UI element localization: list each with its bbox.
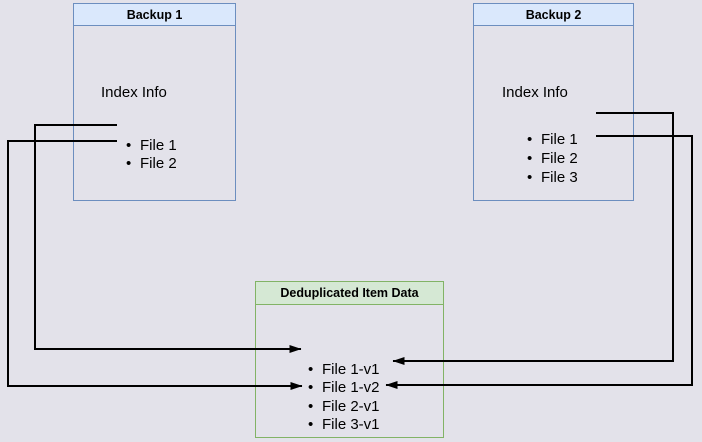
backup2-title: Backup 2: [474, 4, 633, 26]
dedup-title: Deduplicated Item Data: [256, 282, 443, 305]
list-item-file1-v2: File 1-v2: [308, 379, 380, 398]
backup2-index-info-label: Index Info: [502, 84, 568, 101]
list-item-file3: File 3: [527, 168, 578, 187]
list-item-file2-v1: File 2-v1: [308, 398, 380, 417]
backup1-file-list: File 1 File 2: [126, 137, 177, 173]
list-item-file1: File 1: [527, 130, 578, 149]
backup2-file-list: File 1 File 2 File 3: [527, 130, 578, 187]
dedup-item-list: File 1-v1 File 1-v2 File 2-v1 File 3-v1: [308, 361, 380, 435]
list-item-file3-v1: File 3-v1: [308, 416, 380, 435]
list-item-file2: File 2: [527, 149, 578, 168]
backup1-index-info-label: Index Info: [101, 84, 167, 101]
list-item-file1: File 1: [126, 137, 177, 155]
deduplicated-item-data-node: Deduplicated Item Data File 1-v1 File 1-…: [255, 281, 444, 438]
backup1-node: Backup 1 Index Info File 1 File 2: [73, 3, 236, 201]
backup1-title: Backup 1: [74, 4, 235, 26]
backup2-node: Backup 2 Index Info File 1 File 2 File 3: [473, 3, 634, 201]
list-item-file2: File 2: [126, 155, 177, 173]
list-item-file1-v1: File 1-v1: [308, 361, 380, 380]
